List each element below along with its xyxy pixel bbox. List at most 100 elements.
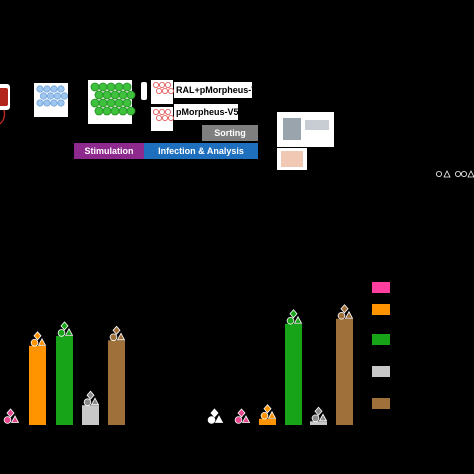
replicate-circle-marker — [207, 416, 216, 424]
red-cell — [158, 82, 165, 89]
blue-cell — [60, 92, 69, 100]
red-cell — [167, 115, 174, 122]
blue-cell — [53, 92, 62, 100]
sorter-detail-2 — [305, 120, 329, 130]
green-cell — [118, 90, 128, 100]
green-cell — [126, 90, 136, 100]
green-cell — [106, 82, 116, 92]
red-cell — [164, 82, 171, 89]
legend-swatch — [372, 304, 390, 315]
replicate-diamond-marker — [314, 406, 323, 416]
stimulation-bar — [74, 143, 144, 159]
green-cell — [94, 90, 104, 100]
green-cell — [90, 98, 100, 108]
red-cells-icon-bottom — [152, 109, 174, 122]
blue-cell — [36, 85, 44, 93]
replicate-diamond-marker — [86, 390, 95, 400]
red-cell — [158, 109, 165, 116]
bar-c3 — [259, 418, 276, 425]
replicate-triangle-marker — [267, 410, 277, 419]
green-cell — [126, 106, 136, 116]
chart-1 — [3, 321, 126, 425]
blood-bag-tube — [0, 109, 6, 125]
replicate-triangle-marker — [64, 328, 74, 336]
red-cell — [164, 109, 171, 116]
sorting-label: Sorting — [214, 128, 246, 138]
replicate-circle-marker — [57, 329, 66, 337]
key-circle-symbol — [460, 170, 467, 177]
green-cell — [94, 106, 104, 116]
symbol-key — [435, 170, 474, 178]
green-cell — [114, 82, 124, 92]
replicate-diamond-marker — [112, 325, 121, 335]
sorting-bar — [202, 125, 258, 141]
red-cells-icon-top — [152, 82, 174, 95]
tube-icon — [141, 82, 147, 100]
replicate-circle-marker — [234, 416, 243, 424]
green-cell — [118, 106, 128, 116]
green-cell — [122, 98, 132, 108]
replicate-diamond-marker — [237, 408, 246, 418]
blue-cell — [50, 85, 58, 93]
red-cell — [167, 88, 174, 95]
legend-swatch — [372, 282, 390, 293]
replicate-diamond-marker — [33, 331, 42, 341]
ral-label-box — [174, 82, 252, 98]
red-cell — [155, 115, 162, 122]
blue-cells-icon — [36, 85, 69, 107]
replicate-circle-marker — [109, 333, 118, 342]
sorter-detail — [283, 118, 301, 140]
red-cell — [155, 88, 162, 95]
bar-c5 — [108, 340, 125, 425]
replicate-triangle-marker — [116, 332, 126, 341]
bar-c2 — [29, 345, 46, 425]
green-cell — [110, 106, 120, 116]
green-cell — [122, 82, 132, 92]
replicate-triangle-marker — [293, 315, 303, 324]
key-circle-symbol — [435, 170, 442, 177]
bar-c4 — [82, 405, 99, 425]
red-cell — [152, 109, 159, 116]
legend-swatch — [372, 366, 390, 377]
infection-analysis-label: Infection & Analysis — [158, 146, 244, 156]
replicate-diamond-marker — [6, 408, 15, 418]
infection-bar — [144, 143, 258, 159]
replicate-circle-marker — [3, 416, 12, 424]
bar-c6 — [336, 318, 353, 425]
blue-cell — [50, 99, 58, 107]
green-cell — [98, 98, 108, 108]
key-triangle-symbol — [467, 170, 474, 178]
replicate-diamond-marker — [289, 309, 298, 319]
replicate-triangle-marker — [214, 415, 224, 423]
blue-cell — [43, 85, 51, 93]
stimulation-label: Stimulation — [84, 146, 134, 156]
legend — [372, 282, 390, 409]
blue-cell — [39, 92, 48, 100]
green-cell — [106, 98, 116, 108]
blue-cell — [43, 99, 51, 107]
blue-cell — [57, 85, 65, 93]
legend-swatch — [372, 398, 390, 409]
green-cell — [114, 98, 124, 108]
replicate-triangle-marker — [241, 415, 251, 423]
replicate-circle-marker — [311, 414, 320, 423]
pmorpheus-label: pMorpheus-V5 — [176, 107, 239, 117]
replicate-triangle-marker — [10, 415, 20, 423]
green-cell — [102, 106, 112, 116]
replicate-diamond-marker — [263, 404, 272, 414]
green-cell — [90, 82, 100, 92]
blue-cell — [36, 99, 44, 107]
bar-c3 — [56, 335, 73, 425]
workflow-schematic — [0, 80, 474, 178]
blue-cell — [46, 92, 55, 100]
replicate-circle-marker — [30, 338, 39, 347]
chart-2 — [207, 304, 354, 425]
replicate-diamond-marker — [340, 304, 349, 314]
replicate-circle-marker — [260, 411, 269, 420]
key-triangle-symbol — [443, 170, 451, 178]
replicate-circle-marker — [286, 316, 295, 325]
key-circle-symbol — [454, 170, 461, 177]
replicate-triangle-marker — [318, 413, 328, 422]
bar-c4 — [285, 323, 302, 425]
